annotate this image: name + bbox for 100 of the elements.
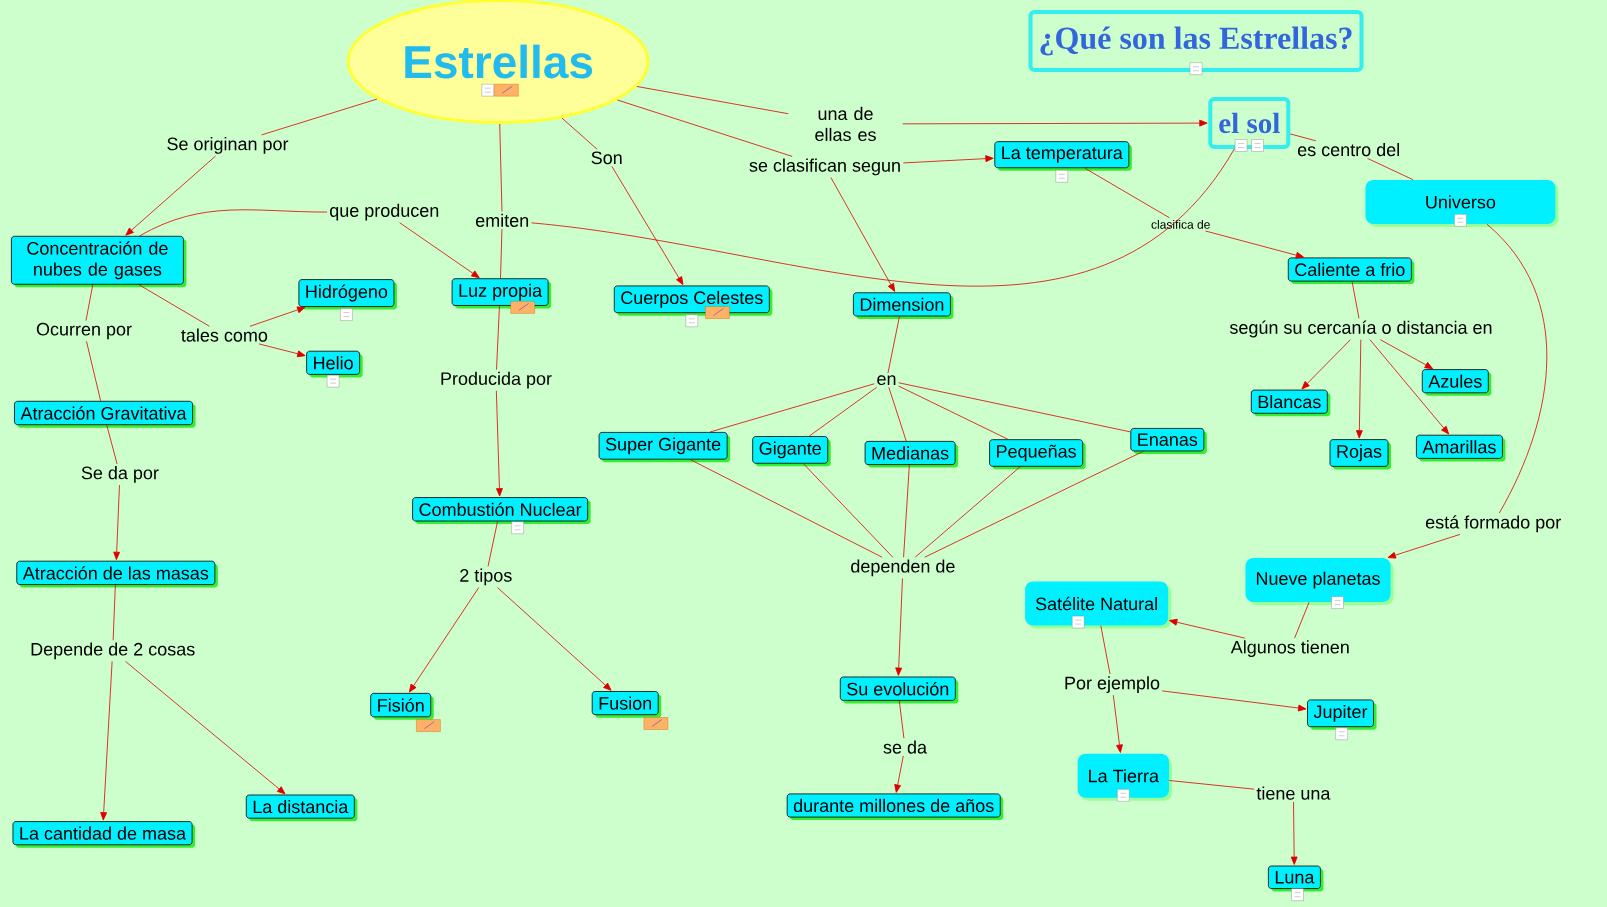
- concept-box: Hidrógeno: [298, 279, 397, 310]
- connector-line: [531, 148, 1235, 287]
- arrow: [1379, 339, 1434, 370]
- concept-box: Gigante: [752, 436, 831, 467]
- title-box: ¿Qué son las Estrellas?: [1028, 10, 1364, 72]
- linking-phrase: Por ejemplo: [1065, 676, 1160, 693]
- connector-line: [86, 340, 102, 402]
- connector-line: [802, 463, 894, 558]
- connector-line: [1100, 625, 1111, 675]
- arrow: [1301, 339, 1351, 390]
- connector-line: [898, 700, 905, 739]
- concept-box: Concentración de nubes de gases: [11, 235, 187, 288]
- arrow: [495, 390, 503, 497]
- linking-phrase: 2 tipos: [460, 568, 512, 586]
- concept-box: Rojas: [1329, 439, 1391, 470]
- arrow: [258, 343, 306, 358]
- concept-box: Satélite Natural: [1025, 581, 1172, 629]
- concept-box: Universo: [1365, 179, 1559, 227]
- connector-line: [709, 383, 875, 433]
- connector-line: [898, 382, 1131, 433]
- concept-box: Medianas: [864, 441, 959, 468]
- linking-phrase: en: [877, 375, 896, 386]
- concept-box: Atracción de las masas: [16, 560, 218, 588]
- connector-line: [496, 305, 500, 370]
- connector-line: [138, 284, 210, 327]
- arrow: [1355, 339, 1363, 439]
- concept-box: Nueve planetas: [1245, 558, 1394, 606]
- linking-phrase: dependen de: [851, 559, 955, 577]
- arrow: [125, 660, 286, 795]
- connector-line: [1486, 223, 1548, 514]
- connector-line: [617, 99, 793, 157]
- concept-box: Fisión: [370, 692, 434, 720]
- concept-box: La distancia: [245, 794, 358, 822]
- linking-phrase: Ocurren por: [36, 322, 132, 340]
- connector-line: [500, 228, 503, 279]
- connector-line: [561, 117, 598, 150]
- linking-phrase: emiten: [475, 213, 529, 227]
- concept-box: Dimension: [853, 292, 954, 319]
- linking-phrase: se clasifican segun: [749, 158, 900, 176]
- connector-line: [689, 459, 883, 558]
- linking-phrase: clasifica de: [1151, 220, 1210, 229]
- arrow: [113, 484, 121, 561]
- concept-box: La cantidad de masa: [12, 821, 196, 848]
- concept-box: Luna: [1268, 865, 1324, 892]
- connector-line: [808, 386, 878, 437]
- arrow: [611, 165, 684, 285]
- linking-phrase: según su cercanía o distancia en: [1229, 320, 1492, 338]
- connector-line: [888, 386, 907, 442]
- connector-line: [914, 466, 1021, 558]
- arrow: [1205, 230, 1305, 259]
- linking-phrase: se da: [883, 740, 927, 754]
- concept-box: Caliente a frio: [1287, 257, 1415, 285]
- connector-line: [1168, 780, 1255, 790]
- connector-line: [1289, 133, 1317, 142]
- arrow: [1369, 339, 1450, 435]
- arrow: [902, 155, 994, 164]
- arrow: [399, 222, 480, 279]
- arrow: [1112, 694, 1123, 753]
- linking-phrase: es centro del: [1297, 142, 1399, 157]
- connector-line: [85, 284, 94, 322]
- linking-phrase: Producida por: [441, 371, 552, 389]
- arrow: [895, 577, 903, 676]
- linking-phrase: Depende de 2 cosas: [31, 642, 195, 660]
- linking-phrase: Son: [591, 151, 622, 165]
- linking-phrase: Algunos tienen: [1230, 640, 1349, 658]
- arrow: [894, 755, 904, 793]
- connector-line: [112, 584, 116, 641]
- arrow: [249, 306, 306, 327]
- concept-box: el sol: [1208, 97, 1291, 149]
- concept-box: Azules: [1421, 369, 1492, 396]
- concept-box: Luz propia: [451, 278, 552, 309]
- connector-line: [261, 98, 378, 136]
- connector-line: [1084, 167, 1170, 219]
- linking-phrase: que producen: [330, 203, 439, 221]
- arrow: [408, 587, 480, 693]
- linking-phrase: Se originan por: [167, 137, 289, 154]
- linking-phrase: tiene una: [1256, 786, 1331, 800]
- connector-line: [1367, 158, 1414, 181]
- connector-line: [1294, 601, 1310, 639]
- arrow: [1290, 801, 1298, 865]
- concept-box: Combustión Nuclear: [412, 497, 591, 524]
- connector-line: [898, 385, 1009, 440]
- arrow: [100, 660, 113, 821]
- concept-box: Enanas: [1130, 428, 1207, 454]
- connector-line: [487, 521, 498, 567]
- connector-line: [903, 464, 910, 558]
- arrow: [1161, 690, 1307, 712]
- concept-box: Super Gigante: [598, 432, 731, 463]
- connector-line: [499, 123, 503, 212]
- arrow: [830, 177, 896, 292]
- arrow: [497, 587, 612, 691]
- linking-phrase: está formado por: [1425, 515, 1561, 533]
- linking-phrase: Se da por: [81, 466, 159, 483]
- connector-line: [139, 209, 328, 237]
- concept-box: La Tierra: [1077, 753, 1172, 801]
- concept-box: Cuerpos Celestes: [613, 285, 773, 316]
- concept-box: Jupiter: [1307, 699, 1377, 730]
- linking-phrase: una de ellas es: [815, 106, 876, 142]
- concept-box: Blancas: [1250, 389, 1331, 417]
- concept-box: Atracción Gravitativa: [14, 400, 196, 428]
